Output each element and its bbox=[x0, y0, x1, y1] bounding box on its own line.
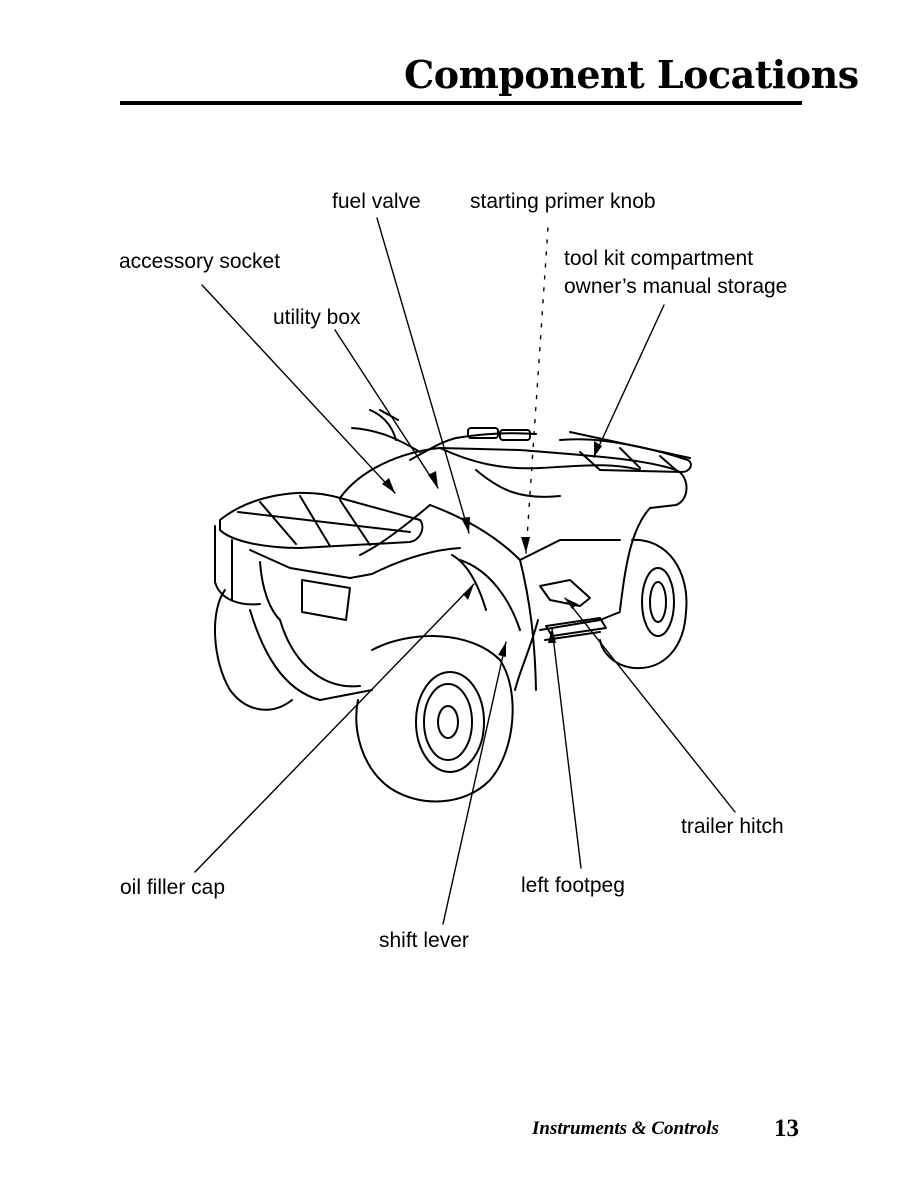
footpeg-hitch-area bbox=[539, 579, 607, 637]
title-rule bbox=[120, 101, 802, 105]
label-tool-kit-compartment: tool kit compartment bbox=[564, 247, 754, 270]
handlebars bbox=[351, 409, 537, 461]
label-shift-lever: shift lever bbox=[379, 929, 469, 952]
rear-rack bbox=[559, 431, 692, 473]
atv-body bbox=[339, 447, 688, 691]
label-starting-primer-knob: starting primer knob bbox=[470, 190, 656, 213]
front-right-wheel bbox=[355, 635, 514, 803]
callout-arrowheads bbox=[382, 441, 602, 657]
callout-lines bbox=[194, 217, 736, 925]
label-fuel-valve: fuel valve bbox=[332, 190, 421, 213]
label-trailer-hitch: trailer hitch bbox=[681, 815, 784, 838]
front-bumper bbox=[214, 525, 461, 701]
page-title: Component Locations bbox=[404, 52, 859, 97]
rear-right-wheel bbox=[599, 538, 688, 670]
page-number: 13 bbox=[774, 1115, 799, 1142]
label-accessory-socket: accessory socket bbox=[119, 250, 281, 273]
label-utility-box: utility box bbox=[273, 306, 361, 329]
label-oil-filler-cap: oil filler cap bbox=[120, 876, 226, 899]
label-owners-manual-storage: owner’s manual storage bbox=[564, 275, 788, 298]
label-left-footpeg: left footpeg bbox=[521, 874, 625, 897]
footer-section-title: Instruments & Controls bbox=[532, 1118, 719, 1139]
front-rack bbox=[219, 492, 424, 549]
front-left-wheel bbox=[213, 589, 293, 711]
